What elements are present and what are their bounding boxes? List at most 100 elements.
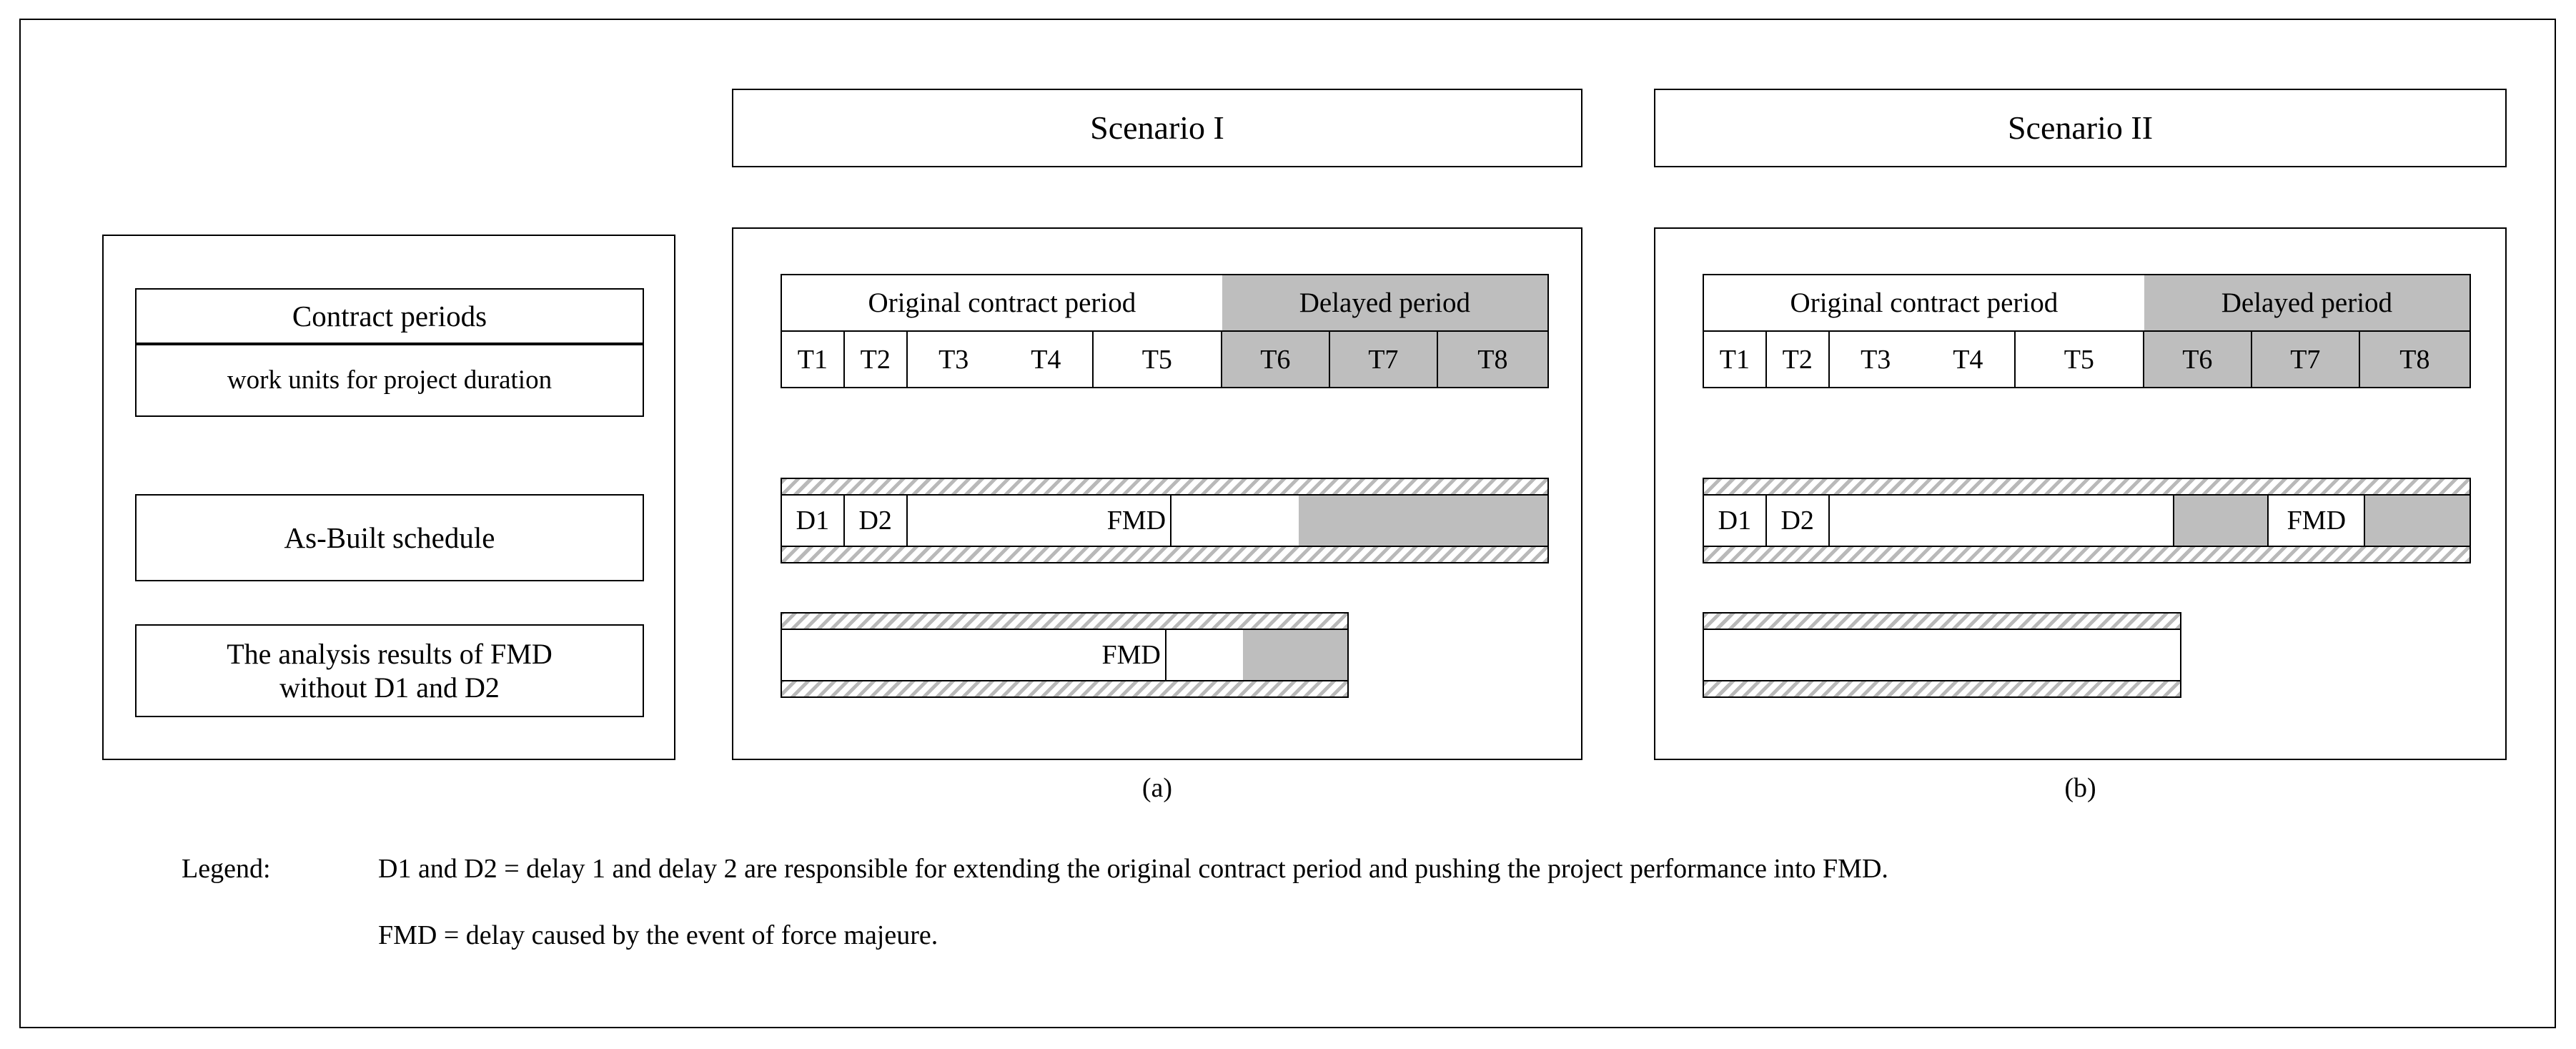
legend-row-1: Legend: D1 and D2 = delay 1 and delay 2 … — [182, 855, 2469, 882]
scenario-2-tick-t7: T7 — [2251, 332, 2360, 387]
scenario-1-tick-t5: T5 — [1093, 332, 1222, 387]
descriptor-contract-periods-label: Contract periods — [292, 299, 487, 333]
scenario-1-period-header-row: Original contract period Delayed period — [782, 275, 1547, 330]
scenario-1-tick-t4-label: T4 — [1031, 344, 1061, 375]
scenario-1-caption: (a) — [732, 772, 1582, 804]
scenario-2-delayed-period-cell: Delayed period — [2144, 275, 2470, 330]
scenario-1-as-built-segment-d2-label: D2 — [858, 506, 892, 536]
scenario-2-title: Scenario II — [2007, 109, 2154, 146]
scenario-2-as-built-bar: D1 D2 FMD — [1703, 478, 2471, 563]
descriptor-as-built-schedule-label: As-Built schedule — [284, 521, 495, 554]
scenario-1-delayed-period-label: Delayed period — [1299, 287, 1471, 318]
scenario-1-tick-t3-label: T3 — [938, 344, 969, 375]
scenario-2-as-built-segment-d2: D2 — [1766, 496, 1830, 546]
descriptor-analysis-results-label: The analysis results of FMD without D1 a… — [227, 637, 553, 704]
scenario-2-tick-t8-label: T8 — [2399, 344, 2430, 375]
scenario-1-as-built-bar-body: D1 D2 FMD — [782, 494, 1547, 547]
descriptor-work-units: work units for project duration — [135, 344, 644, 417]
legend: Legend: D1 and D2 = delay 1 and delay 2 … — [182, 855, 2469, 949]
legend-title: Legend: — [182, 854, 271, 884]
scenario-2-tick-t3-t4: T3 T4 — [1829, 332, 2016, 387]
scenario-1-tick-t2-label: T2 — [860, 344, 891, 375]
scenario-2-as-built-hatch-bottom-icon — [1704, 547, 2470, 562]
scenario-1-as-built-segment-d1-label: D1 — [796, 506, 830, 536]
scenario-1-as-built-hatch-top-icon — [782, 479, 1547, 494]
figure-frame: Contract periods work units for project … — [19, 19, 2556, 1028]
scenario-2-tick-t1: T1 — [1704, 332, 1767, 387]
scenario-1-as-built-bar: D1 D2 FMD — [781, 478, 1549, 563]
scenario-1-tick-t7-label: T7 — [1368, 344, 1399, 375]
scenario-2-as-built-hatch-top-icon — [1704, 479, 2470, 494]
descriptor-work-units-label: work units for project duration — [227, 365, 553, 395]
scenario-1-title-box: Scenario I — [732, 89, 1582, 167]
scenario-2-as-built-segment-delayed-first — [2174, 496, 2269, 546]
scenario-1-as-built-segment-d1: D1 — [782, 496, 845, 546]
legend-row-2: FMD = delay caused by the event of force… — [182, 922, 2469, 949]
legend-line-1: D1 and D2 = delay 1 and delay 2 are resp… — [378, 854, 1888, 884]
scenario-1-tick-t8-label: T8 — [1477, 344, 1508, 375]
scenario-1-as-built-hatch-bottom-icon — [782, 547, 1547, 562]
scenario-2-tick-t8: T8 — [2359, 332, 2470, 387]
scenario-2-tick-t3-label: T3 — [1861, 344, 1891, 375]
descriptor-analysis-results: The analysis results of FMD without D1 a… — [135, 624, 644, 717]
scenario-1-analysis-hatch-top-icon — [782, 614, 1347, 629]
scenario-1-analysis-segment-delayed — [1242, 630, 1347, 680]
scenario-2-as-built-segment-d1-label: D1 — [1718, 506, 1752, 536]
scenario-1-as-built-segment-gap — [1171, 496, 1299, 546]
scenario-2-analysis-hatch-top-icon — [1704, 614, 2180, 629]
scenario-1-caption-label: (a) — [1141, 773, 1173, 803]
scenario-2-tick-t4-label: T4 — [1953, 344, 1983, 375]
legend-line-2: FMD = delay caused by the event of force… — [378, 920, 938, 950]
scenario-1-tick-t1: T1 — [782, 332, 845, 387]
scenario-2-period-ticks-row: T1 T2 T3 T4 T5 T6 T7 T — [1704, 330, 2470, 387]
scenario-1-analysis-segment-gap — [1166, 630, 1243, 680]
scenario-2-tick-t2: T2 — [1766, 332, 1830, 387]
scenario-1-analysis-hatch-bottom-icon — [782, 681, 1347, 696]
scenario-1-tick-t5-label: T5 — [1141, 344, 1172, 375]
scenario-1-tick-t6-label: T6 — [1260, 344, 1291, 375]
scenario-1-tick-t8: T8 — [1437, 332, 1547, 387]
scenario-1-original-contract-period-label: Original contract period — [868, 287, 1136, 318]
scenario-2-tick-t6: T6 — [2144, 332, 2252, 387]
scenario-1-analysis-bar-body: FMD — [782, 629, 1347, 681]
scenario-2-caption-label: (b) — [2064, 773, 2096, 803]
scenario-2-analysis-segment-empty — [1704, 630, 2180, 680]
scenario-1-delayed-period-cell: Delayed period — [1222, 275, 1547, 330]
scenario-1-tick-t7: T7 — [1329, 332, 1438, 387]
scenario-2-analysis-hatch-bottom-icon — [1704, 681, 2180, 696]
scenario-1-tick-t6: T6 — [1222, 332, 1330, 387]
scenario-1-analysis-segment-fmd-label: FMD — [1101, 640, 1161, 670]
scenario-2-delayed-period-label: Delayed period — [2221, 287, 2393, 318]
scenario-2-as-built-segment-delayed-last — [2365, 496, 2470, 546]
scenario-2-tick-t7-label: T7 — [2290, 344, 2321, 375]
scenario-2-as-built-segment-fmd: FMD — [2269, 496, 2366, 546]
scenario-2-period-table: Original contract period Delayed period … — [1703, 274, 2471, 388]
scenario-1-tick-t3-t4: T3 T4 — [907, 332, 1094, 387]
scenario-1-title: Scenario I — [1090, 109, 1224, 146]
scenario-1-original-contract-period-cell: Original contract period — [782, 275, 1222, 330]
scenario-2-as-built-segment-d2-label: D2 — [1780, 506, 1814, 536]
descriptor-as-built-schedule: As-Built schedule — [135, 494, 644, 581]
scenario-2-as-built-segment-d1: D1 — [1704, 496, 1767, 546]
scenario-2-as-built-bar-body: D1 D2 FMD — [1704, 494, 2470, 547]
scenario-2-tick-t1-label: T1 — [1719, 344, 1750, 375]
scenario-2-tick-t5: T5 — [2015, 332, 2144, 387]
scenario-1-period-table: Original contract period Delayed period … — [781, 274, 1549, 388]
scenario-1-analysis-bar: FMD — [781, 612, 1349, 698]
scenario-2-tick-t6-label: T6 — [2182, 344, 2213, 375]
scenario-1-as-built-segment-delayed — [1298, 496, 1547, 546]
scenario-1-analysis-segment-fmd: FMD — [782, 630, 1166, 680]
scenario-1-tick-t2: T2 — [844, 332, 908, 387]
scenario-1-tick-t1-label: T1 — [797, 344, 828, 375]
scenario-2-tick-t2-label: T2 — [1782, 344, 1813, 375]
scenario-2-as-built-segment-fmd-label: FMD — [2287, 506, 2347, 536]
scenario-2-period-header-row: Original contract period Delayed period — [1704, 275, 2470, 330]
scenario-2-analysis-bar — [1703, 612, 2181, 698]
scenario-2-caption: (b) — [1654, 772, 2507, 804]
scenario-1-as-built-segment-fmd-label: FMD — [1106, 506, 1166, 536]
scenario-1-as-built-segment-fmd: FMD — [907, 496, 1172, 546]
scenario-2-tick-t5-label: T5 — [2064, 344, 2094, 375]
scenario-2-analysis-bar-body — [1704, 629, 2180, 681]
scenario-2-as-built-segment-gap — [1829, 496, 2174, 546]
scenario-2-original-contract-period-cell: Original contract period — [1704, 275, 2144, 330]
